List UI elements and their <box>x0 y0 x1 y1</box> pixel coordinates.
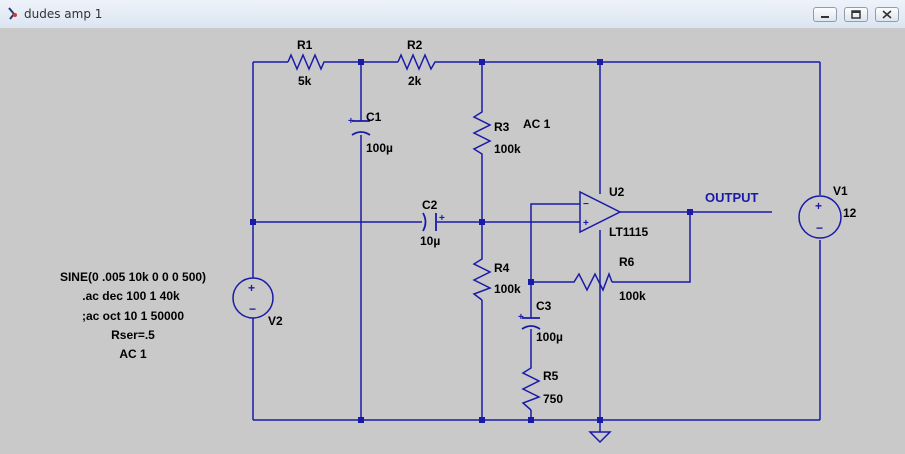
c2-name: C2 <box>422 198 438 212</box>
svg-text:+: + <box>348 116 354 127</box>
svg-text:+: + <box>248 281 255 295</box>
c3-name: C3 <box>536 299 552 313</box>
resistor-r5[interactable] <box>521 362 541 411</box>
junctions <box>250 59 693 423</box>
junction-dot <box>479 59 485 65</box>
voltage-source-v1[interactable]: + − <box>798 195 842 239</box>
u2-value: LT1115 <box>609 225 648 239</box>
c1-name: C1 <box>366 110 382 124</box>
r1-value: 5k <box>298 74 312 88</box>
junction-dot <box>528 279 534 285</box>
junction-dot <box>528 417 534 423</box>
r2-value: 2k <box>408 74 422 88</box>
svg-text:+: + <box>583 218 589 229</box>
wires <box>252 61 821 432</box>
voltage-source-v2[interactable]: + − <box>232 277 274 319</box>
junction-dot <box>687 209 693 215</box>
r4-name: R4 <box>494 261 510 275</box>
ground-symbol[interactable] <box>588 431 612 444</box>
resistor-r6[interactable] <box>568 271 613 292</box>
restore-icon <box>851 10 861 19</box>
v2-directive-line: AC 1 <box>119 347 147 361</box>
close-icon <box>882 10 892 19</box>
r1-name: R1 <box>297 38 313 52</box>
capacitor-c2[interactable]: + <box>422 212 445 232</box>
window-title: dudes amp 1 <box>24 7 103 21</box>
svg-text:−: − <box>249 302 256 316</box>
c1-value: 100µ <box>366 141 393 155</box>
r2-name: R2 <box>407 38 423 52</box>
svg-text:+: + <box>815 199 822 213</box>
close-button[interactable] <box>875 7 899 22</box>
resistor-r1[interactable] <box>287 53 326 71</box>
v2-directive-line: .ac dec 100 1 40k <box>82 289 180 303</box>
restore-button[interactable] <box>844 7 868 22</box>
minimize-button[interactable] <box>813 7 837 22</box>
svg-text:+: + <box>518 312 524 323</box>
v2-directive-line: SINE(0 .005 10k 0 0 0 500) <box>60 270 206 284</box>
capacitor-c1[interactable]: + <box>348 116 371 136</box>
v2-directive-line: ;ac oct 10 1 50000 <box>82 309 184 323</box>
output-net-label[interactable]: OUTPUT <box>705 190 759 205</box>
schematic-canvas[interactable]: + + + − + + <box>0 28 905 449</box>
r5-name: R5 <box>543 369 559 383</box>
r6-name: R6 <box>619 255 635 269</box>
junction-dot <box>250 219 256 225</box>
minimize-icon <box>821 16 829 18</box>
schematic-drawing: + + + − + + <box>60 38 857 444</box>
v2-directives: SINE(0 .005 10k 0 0 0 500) .ac dec 100 1… <box>60 270 206 361</box>
r5-value: 750 <box>543 392 563 406</box>
r3-ac-directive: AC 1 <box>523 117 551 131</box>
junction-dot <box>597 417 603 423</box>
junction-dot <box>479 219 485 225</box>
junction-dot <box>597 59 603 65</box>
c3-value: 100µ <box>536 330 563 344</box>
v1-value: 12 <box>843 206 857 220</box>
junction-dot <box>358 417 364 423</box>
capacitor-c3[interactable]: + <box>518 312 541 330</box>
r3-value: 100k <box>494 142 521 156</box>
r3-name: R3 <box>494 120 510 134</box>
resistor-r2[interactable] <box>397 53 438 71</box>
v2-directive-line: Rser=.5 <box>111 328 155 342</box>
resistor-r3[interactable] <box>472 106 492 160</box>
v2-name: V2 <box>268 314 283 328</box>
junction-dot <box>479 417 485 423</box>
svg-text:+: + <box>439 213 445 224</box>
opamp-u2[interactable]: − + <box>579 190 622 234</box>
svg-text:−: − <box>583 199 589 210</box>
resistor-r4[interactable] <box>472 253 492 301</box>
v1-name: V1 <box>833 184 848 198</box>
c2-value: 10µ <box>420 234 440 248</box>
svg-text:−: − <box>816 221 823 235</box>
u2-name: U2 <box>609 185 625 199</box>
title-bar[interactable]: dudes amp 1 <box>0 0 905 29</box>
junction-dot <box>358 59 364 65</box>
r4-value: 100k <box>494 282 521 296</box>
r6-value: 100k <box>619 289 646 303</box>
ltspice-probe-icon <box>8 7 17 20</box>
